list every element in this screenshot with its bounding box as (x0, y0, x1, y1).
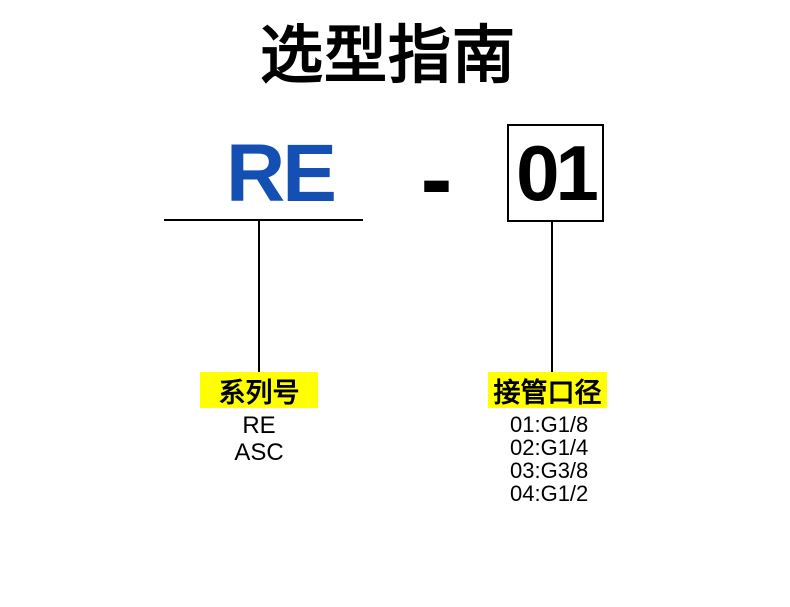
model-code-port-value: 01 (516, 129, 599, 217)
series-connector-line (258, 219, 260, 373)
series-option: RE (242, 412, 276, 439)
port-size-option: 04:G1/2 (510, 481, 589, 506)
page-title: 选型指南 (260, 21, 516, 91)
series-underline (164, 219, 363, 221)
series-option: ASC (234, 439, 284, 466)
model-code-port-box: 01 (507, 124, 604, 222)
series-options-list: RE ASC (200, 412, 318, 466)
series-label: 系列号 (200, 372, 318, 408)
model-code-separator: - (420, 124, 453, 232)
port-connector-line (551, 221, 553, 373)
port-size-option: 02:G1/4 (510, 435, 589, 460)
model-code-series: RE (226, 128, 337, 219)
port-size-label: 接管口径 (488, 372, 607, 408)
port-size-option: 03:G3/8 (510, 458, 589, 483)
port-size-options-list: 01:G1/8 02:G1/4 03:G3/8 04:G1/2 (510, 413, 650, 505)
port-size-option: 01:G1/8 (510, 412, 589, 437)
